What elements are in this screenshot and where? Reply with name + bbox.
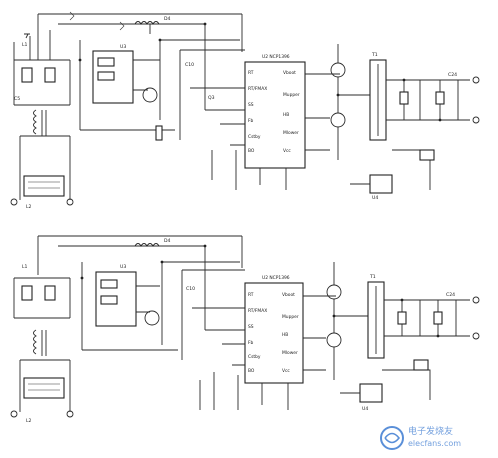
svg-text:HB: HB	[283, 112, 289, 118]
svg-text:Q3: Q3	[208, 95, 215, 101]
svg-text:RT: RT	[248, 292, 254, 298]
svg-text:U4: U4	[362, 406, 368, 412]
svg-text:Mupper: Mupper	[283, 92, 300, 98]
mosfet-low-bottom	[326, 332, 342, 348]
svg-text:电子发烧友: 电子发烧友	[408, 425, 453, 437]
svg-text:RT/FMAX: RT/FMAX	[248, 86, 267, 92]
pfc-mosfet-top	[142, 87, 158, 103]
controller-ic-bottom	[244, 282, 304, 384]
svg-text:U4: U4	[372, 195, 378, 201]
mosfet-high-bottom	[326, 284, 342, 300]
controller-ic-top	[244, 61, 306, 169]
svg-text:Vboot: Vboot	[282, 292, 295, 298]
svg-text:L2: L2	[26, 418, 32, 424]
svg-text:C10: C10	[186, 286, 195, 292]
svg-text:C24: C24	[446, 292, 455, 298]
svg-text:T1: T1	[371, 52, 378, 58]
svg-text:Fb: Fb	[248, 340, 254, 346]
svg-text:C5: C5	[14, 96, 20, 102]
svg-text:Cstby: Cstby	[248, 354, 261, 360]
svg-text:C10: C10	[185, 62, 194, 68]
emi-filter-bottom	[23, 377, 65, 399]
svg-text:D4: D4	[164, 16, 171, 22]
svg-text:RT/FMAX: RT/FMAX	[248, 308, 267, 314]
svg-text:L2: L2	[26, 204, 32, 210]
svg-text:SS: SS	[248, 102, 254, 108]
svg-text:HB: HB	[282, 332, 288, 338]
svg-text:L1: L1	[22, 42, 28, 48]
svg-text:D4: D4	[164, 238, 171, 244]
svg-text:U3: U3	[120, 264, 126, 270]
svg-text:SS: SS	[248, 324, 254, 330]
optocoupler-bottom	[359, 383, 383, 403]
bridge-diode-bottom	[21, 285, 33, 301]
svg-text:U2 NCP1396: U2 NCP1396	[262, 54, 290, 60]
svg-text:BO: BO	[248, 368, 255, 374]
svg-text:Vboot: Vboot	[283, 70, 296, 76]
optocoupler-top	[369, 174, 393, 194]
elecfans-watermark: 电子发烧友 elecfans.com	[380, 425, 461, 450]
mosfet-low-top	[330, 112, 346, 128]
svg-text:C24: C24	[448, 72, 457, 78]
svg-text:U2 NCP1396: U2 NCP1396	[262, 275, 290, 281]
svg-text:Mlower: Mlower	[282, 350, 298, 356]
bridge-diode-top-2	[44, 67, 56, 83]
mosfet-high-top	[330, 62, 346, 78]
junction-dots	[78, 22, 442, 338]
svg-text:L1: L1	[22, 264, 28, 270]
pfc-mosfet-bottom	[144, 310, 160, 326]
svg-text:T1: T1	[369, 274, 376, 280]
emi-filter-top	[23, 175, 65, 197]
svg-text:BO: BO	[248, 148, 255, 154]
svg-text:Cstby: Cstby	[248, 134, 261, 140]
svg-text:Fb: Fb	[248, 118, 254, 124]
svg-text:RT: RT	[248, 70, 254, 76]
svg-text:U3: U3	[120, 44, 126, 50]
svg-text:Vcc: Vcc	[283, 148, 291, 154]
svg-text:Mlower: Mlower	[283, 130, 299, 136]
svg-text:Mupper: Mupper	[282, 314, 299, 320]
schematic-bottom: U2 NCP1396 RT RT/FMAX SS Fb Cstby BO Vbo…	[10, 235, 480, 424]
svg-text:Vcc: Vcc	[282, 368, 290, 374]
elecfans-logo-icon	[380, 426, 404, 450]
svg-text:elecfans.com: elecfans.com	[408, 439, 461, 448]
bridge-diode-top	[21, 67, 33, 83]
schematic-top: U2 NCP1396 RT RT/FMAX SS Fb Cstby BO Vbo…	[10, 11, 480, 210]
